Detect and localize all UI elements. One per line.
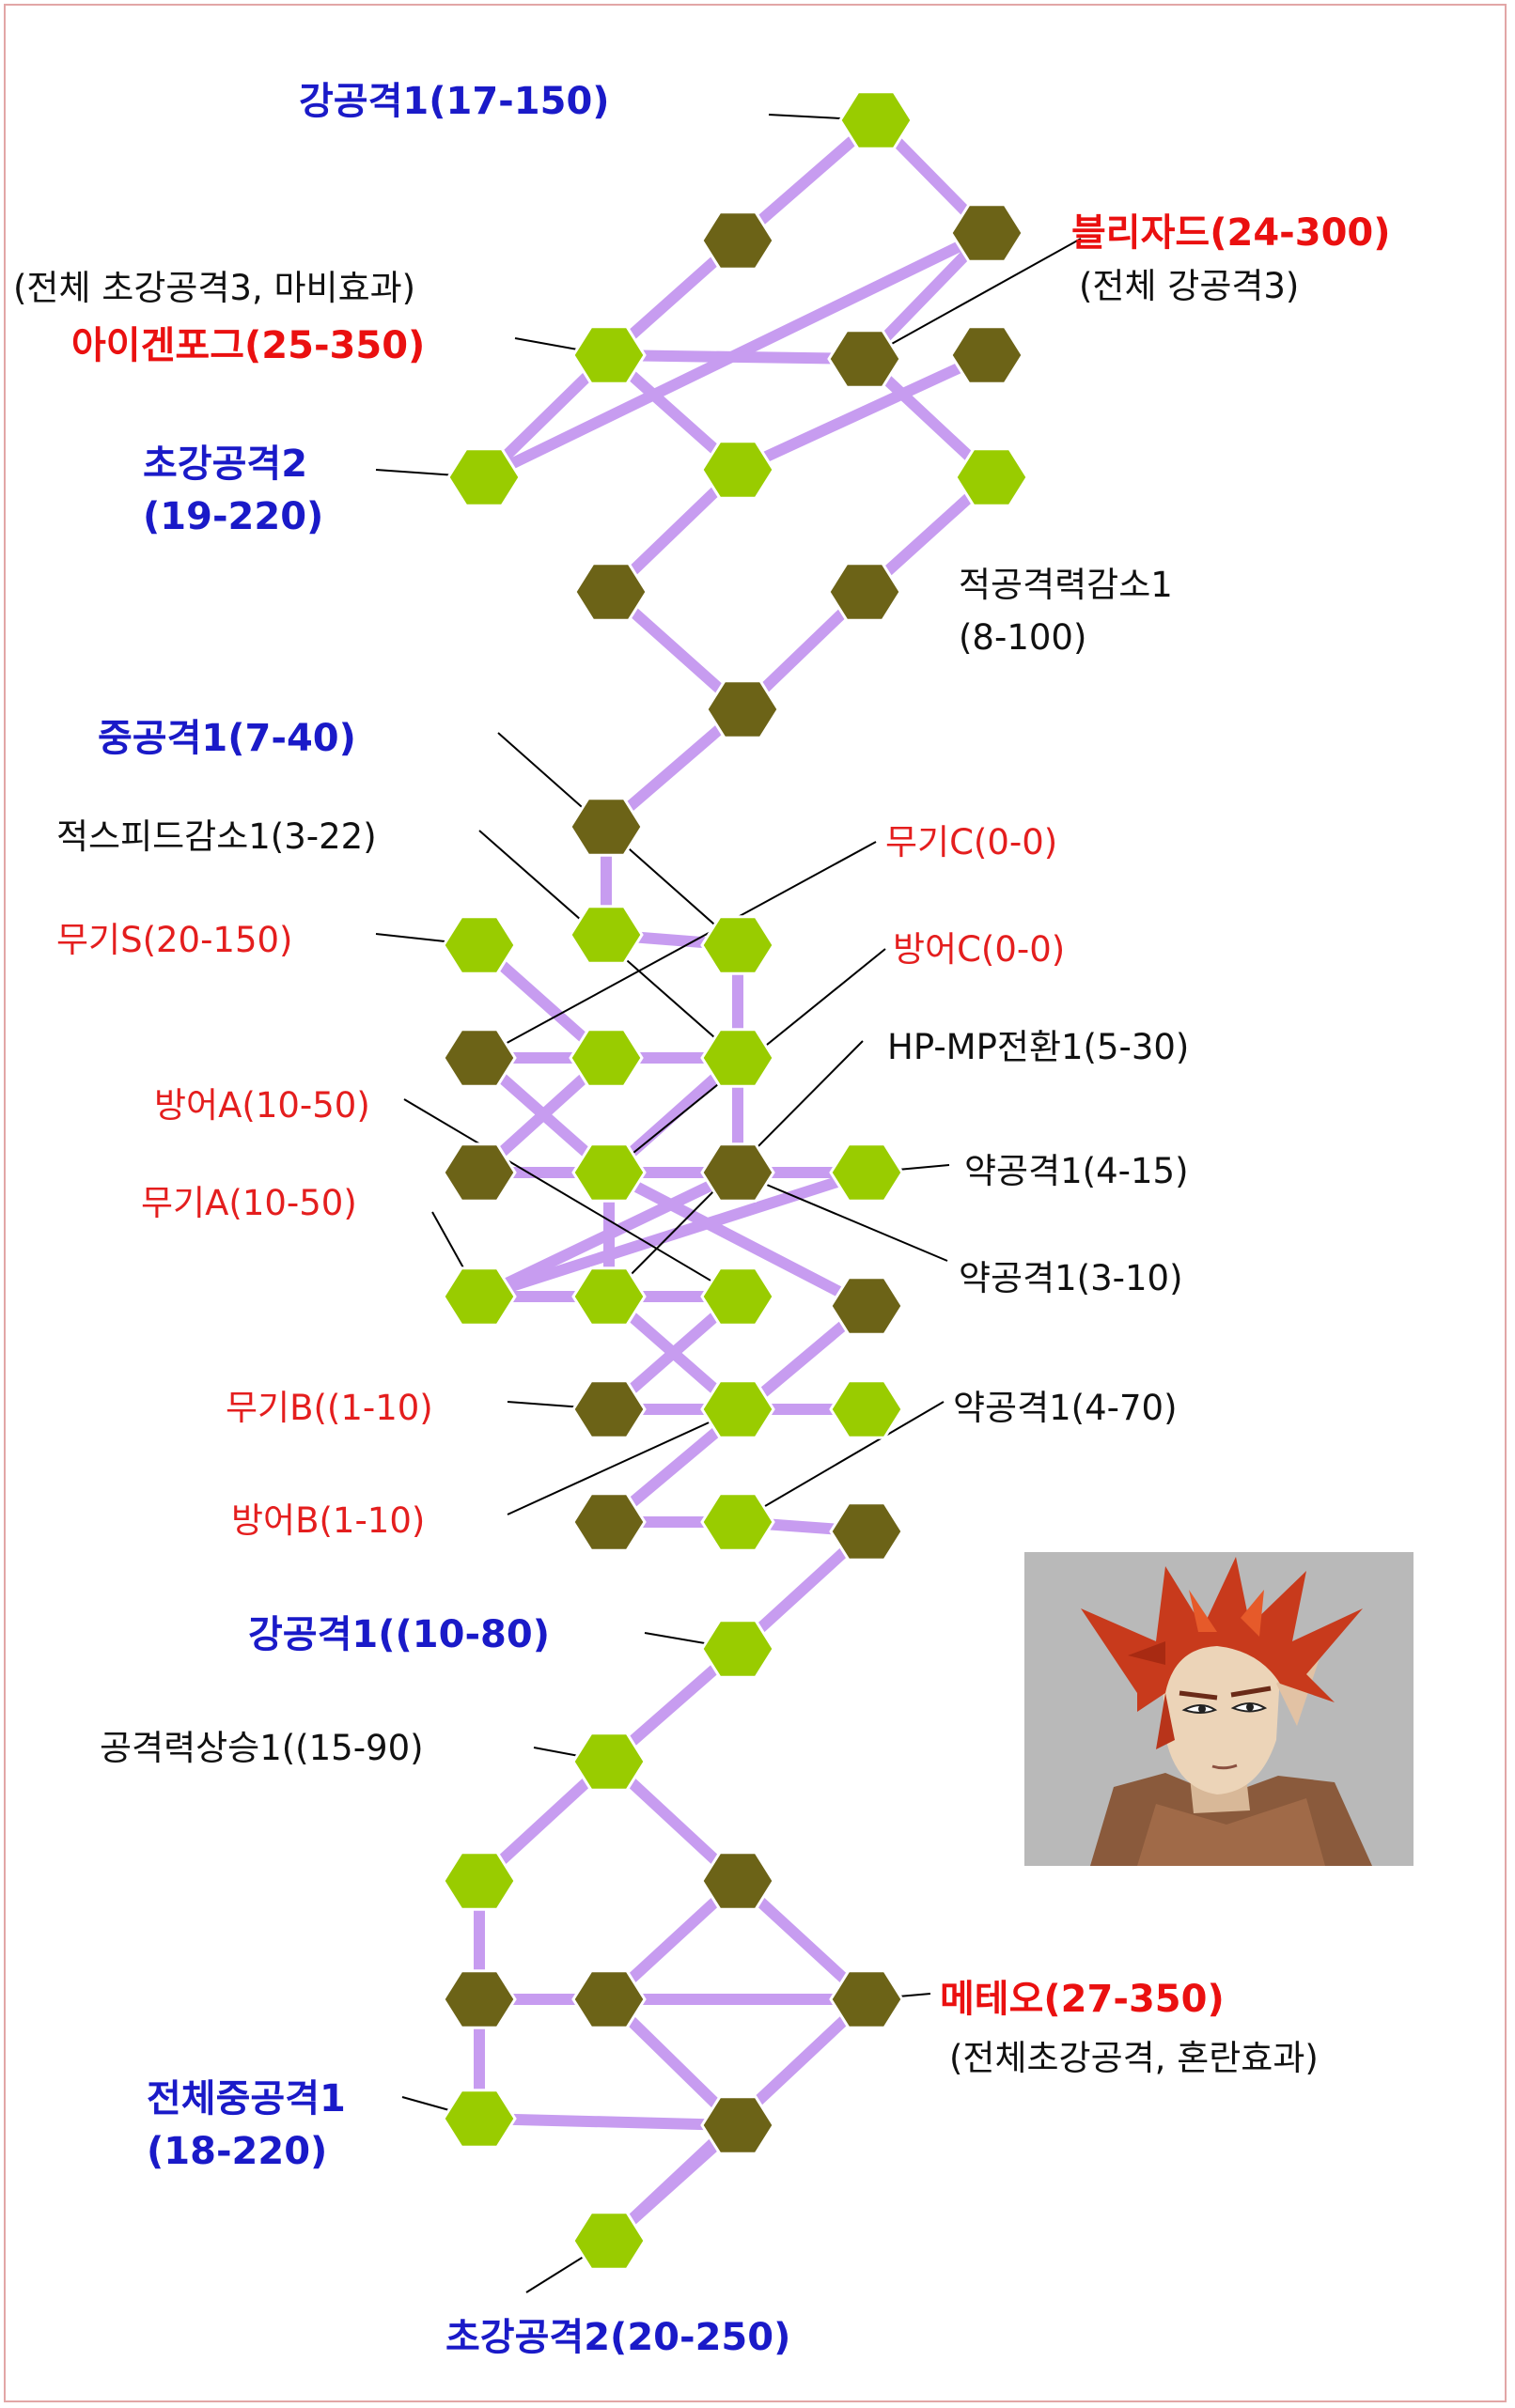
label-super-attack-2-bottom: 초강공격2(20-250) <box>445 2316 791 2359</box>
leader-line <box>737 1172 948 1262</box>
path-edge <box>732 350 992 475</box>
skill-node-active <box>571 2211 647 2271</box>
diagram-frame <box>4 4 1507 2402</box>
skill-node-inactive <box>829 1501 904 1561</box>
skill-node-active <box>569 1028 644 1088</box>
skill-node-inactive <box>569 797 644 857</box>
label-weapon-s: 무기S(20-150) <box>56 920 293 960</box>
skill-node-inactive <box>700 2095 775 2155</box>
label-enemy-speed-down: 적스피드감소1(3-22) <box>56 816 377 857</box>
skill-node-inactive <box>949 325 1024 385</box>
skill-node-inactive <box>700 1851 775 1911</box>
label-strong-attack-1-10-80: 강공격1((10-80) <box>248 1613 551 1656</box>
label-eigenfog: 아이겐포그(25-350) <box>71 324 426 367</box>
label-enemy-attack-down: 적공격력감소1 <box>959 565 1173 605</box>
skill-node-active <box>954 447 1029 507</box>
skill-node-active <box>442 2089 517 2149</box>
skill-node-inactive <box>829 1969 904 2029</box>
skill-node-active <box>700 1619 775 1679</box>
skill-nodes <box>442 90 1029 2271</box>
label-super-attack-2: 초강공격2 <box>143 443 308 486</box>
label-attack-up: 공격력상승1((15-90) <box>100 1728 424 1768</box>
skill-node-active <box>446 447 522 507</box>
label-strong-attack-1: 강공격1(17-150) <box>299 80 610 123</box>
skill-node-active <box>700 1492 775 1552</box>
label-all-medium-attack: 전체중공격1 <box>147 2077 346 2121</box>
label-medium-attack-1: 중공격1(7-40) <box>98 717 356 760</box>
label-weapon-b: 무기B((1-10) <box>226 1388 433 1428</box>
label-blizzard-note: (전체 강공격3) <box>1079 266 1300 306</box>
leader-line <box>403 1098 739 1297</box>
label-weak-attack-4-15: 약공격1(4-15) <box>964 1151 1189 1191</box>
skill-node-active <box>571 1732 647 1792</box>
label-weapon-a: 무기A(10-50) <box>141 1183 357 1223</box>
skill-node-active <box>838 90 914 150</box>
skill-node-inactive <box>442 1969 517 2029</box>
skill-node-inactive <box>442 1142 517 1203</box>
skill-node-inactive <box>829 1276 904 1336</box>
skill-node-inactive <box>571 1379 647 1439</box>
label-all-medium-attack-range: (18-220) <box>147 2130 328 2173</box>
leader-line <box>507 1408 739 1515</box>
character-portrait <box>1024 1552 1413 1866</box>
path-edge <box>603 1167 872 1312</box>
skill-node-active <box>569 905 644 965</box>
label-hp-mp-convert: HP-MP전환1(5-30) <box>887 1027 1190 1067</box>
skill-node-inactive <box>573 562 648 622</box>
skill-node-inactive <box>700 1142 775 1203</box>
skill-node-inactive <box>949 203 1024 263</box>
path-edge <box>603 350 870 365</box>
leader-lines <box>375 114 1082 2293</box>
skill-node-active <box>700 915 775 975</box>
leader-line <box>478 841 877 1059</box>
skill-node-active <box>442 1266 517 1327</box>
skill-node-active <box>829 1142 904 1203</box>
path-edge <box>474 2113 743 2131</box>
leader-line <box>864 238 1082 360</box>
skill-node-active <box>442 915 517 975</box>
label-defense-c: 방어C(0-0) <box>893 929 1066 970</box>
skill-node-active <box>700 440 775 500</box>
leader-line <box>737 1401 945 1523</box>
label-meteor-note: (전체초강공격, 혼란효과) <box>949 2038 1319 2078</box>
label-weak-attack-4-70: 약공격1(4-70) <box>953 1388 1178 1428</box>
label-enemy-attack-down-range: (8-100) <box>959 617 1087 658</box>
label-blizzard: 블리자드(24-300) <box>1071 211 1391 255</box>
skill-node-active <box>700 1266 775 1327</box>
skill-node-active <box>700 1028 775 1088</box>
skill-node-active <box>571 1266 647 1327</box>
label-weak-attack-3-10: 약공격1(3-10) <box>959 1258 1183 1298</box>
skill-node-active <box>571 325 647 385</box>
skill-node-inactive <box>700 210 775 271</box>
label-defense-a: 방어A(10-50) <box>154 1085 370 1126</box>
label-eigenfog-note: (전체 초강공격3, 마비효과) <box>13 268 416 308</box>
skill-node-active <box>700 1379 775 1439</box>
skill-node-active <box>829 1379 904 1439</box>
skill-node-inactive <box>571 1969 647 2029</box>
skill-node-inactive <box>827 562 902 622</box>
skill-node-inactive <box>571 1492 647 1552</box>
skill-node-inactive <box>705 679 780 739</box>
label-defense-b: 방어B(1-10) <box>231 1500 426 1541</box>
label-weapon-c: 무기C(0-0) <box>885 822 1058 862</box>
skill-node-inactive <box>827 329 902 389</box>
skill-node-active <box>571 1142 647 1203</box>
label-super-attack-2-range: (19-220) <box>143 495 324 538</box>
label-meteor: 메테오(27-350) <box>940 1978 1225 2021</box>
skill-node-inactive <box>442 1028 517 1088</box>
skill-node-active <box>442 1851 517 1911</box>
path-edge <box>474 1167 872 1302</box>
